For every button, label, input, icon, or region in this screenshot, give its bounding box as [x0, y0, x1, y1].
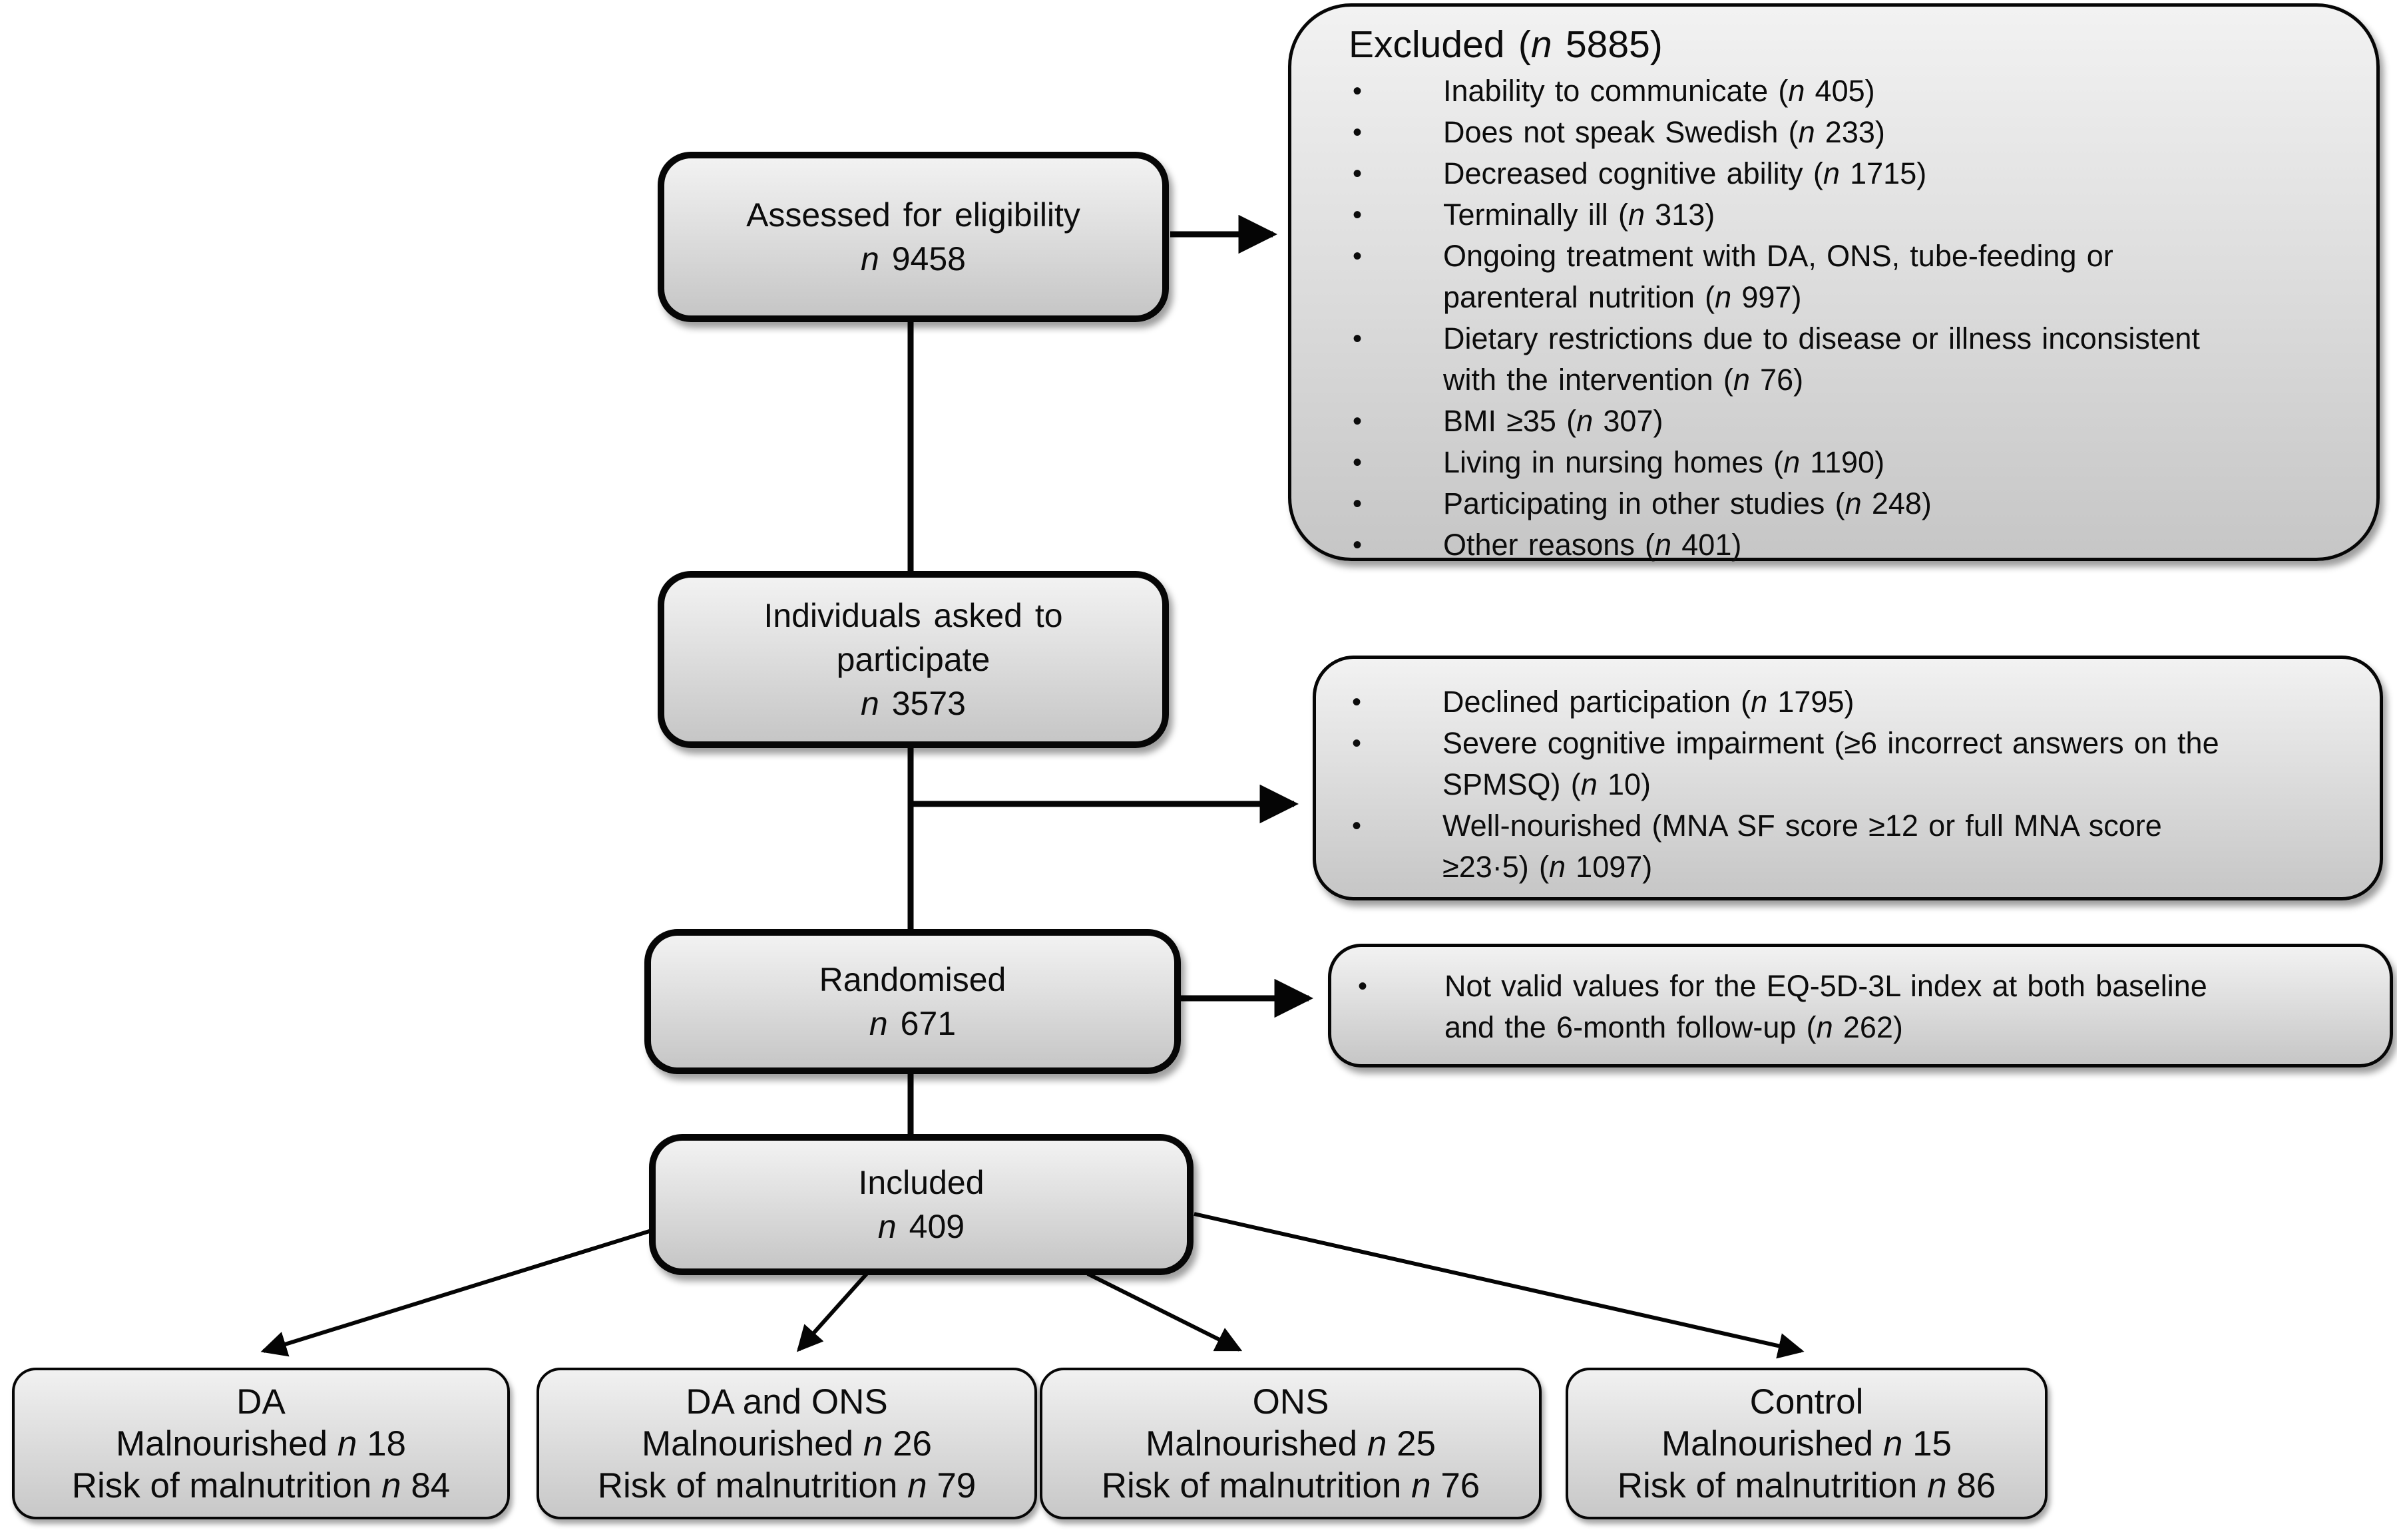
group-malnourished: Malnourished n 25 — [1145, 1424, 1436, 1463]
n-count: n 9458 — [861, 240, 966, 278]
list-item: •Not valid values for the EQ-5D-3L index… — [1331, 966, 2390, 1048]
bullet-icon: • — [1353, 407, 1363, 436]
group-title: ONS — [1252, 1382, 1329, 1422]
bullet-icon: • — [1353, 77, 1363, 106]
box-label: Individuals asked to — [763, 597, 1063, 634]
bullet-icon: • — [1353, 530, 1363, 560]
bullet-icon: • — [1353, 448, 1363, 477]
excluded-header: Excluded (n 5885) — [1349, 23, 1663, 66]
bullet-icon: • — [1353, 242, 1363, 271]
list-item: •Ongoing treatment with DA, ONS, tube-fe… — [1291, 236, 2376, 318]
bullet-icon: • — [1353, 159, 1363, 188]
group-risk: Risk of malnutrition n 86 — [1617, 1465, 1996, 1505]
bullet-icon: • — [1353, 489, 1363, 518]
group-malnourished: Malnourished n 18 — [115, 1424, 407, 1463]
list-item: •Severe cognitive impairment (≥6 incorre… — [1316, 723, 2380, 805]
group-title: DA — [236, 1382, 286, 1422]
connector-included-to-ons-arrow — [1086, 1272, 1243, 1352]
group-da-and-ons-box: DA and ONS Malnourished n 26 Risk of mal… — [537, 1368, 1037, 1519]
list-item: •Decreased cognitive ability (n 1715) — [1291, 153, 2376, 194]
excluded-box: Excluded (n 5885) •Inability to communic… — [1288, 3, 2380, 562]
group-title: DA and ONS — [686, 1382, 888, 1422]
box-label: Randomised — [819, 961, 1006, 998]
list-item: •Participating in other studies (n 248) — [1291, 483, 2376, 524]
n-count: n 409 — [877, 1208, 965, 1245]
box-label: participate — [836, 641, 990, 678]
included-box: Included n 409 — [649, 1134, 1194, 1275]
eq5d-list: •Not valid values for the EQ-5D-3L index… — [1331, 966, 2390, 1048]
list-item: •Other reasons (n 401) — [1291, 524, 2376, 566]
bullet-icon: • — [1358, 972, 1368, 1001]
group-da-box: DA Malnourished n 18 Risk of malnutritio… — [12, 1368, 510, 1519]
group-malnourished: Malnourished n 26 — [641, 1424, 933, 1463]
bullet-icon: • — [1353, 118, 1363, 147]
bullet-icon: • — [1352, 687, 1362, 717]
list-item: •Living in nursing homes (n 1190) — [1291, 442, 2376, 483]
assessed-for-eligibility-box: Assessed for eligibility n 9458 — [658, 152, 1169, 322]
list-item: •Dietary restrictions due to disease or … — [1291, 318, 2376, 401]
list-item: •Does not speak Swedish (n 233) — [1291, 112, 2376, 153]
group-ons-box: ONS Malnourished n 25 Risk of malnutriti… — [1040, 1368, 1542, 1519]
list-item: •Well-nourished (MNA SF score ≥12 or ful… — [1316, 805, 2380, 888]
group-risk: Risk of malnutrition n 79 — [597, 1465, 977, 1505]
box-label: Assessed for eligibility — [746, 196, 1080, 234]
box-label: Included — [858, 1164, 984, 1201]
group-control-box: Control Malnourished n 15 Risk of malnut… — [1566, 1368, 2048, 1519]
connector-included-to-control-arrow — [1194, 1212, 1805, 1359]
group-title: Control — [1749, 1382, 1864, 1422]
list-item: •Inability to communicate (n 405) — [1291, 71, 2376, 112]
connector-included-to-da-arrow — [260, 1228, 654, 1357]
list-item: •BMI ≥35 (n 307) — [1291, 401, 2376, 442]
n-count: n 3573 — [861, 685, 966, 722]
bullet-icon: • — [1352, 729, 1362, 758]
group-risk: Risk of malnutrition n 84 — [71, 1465, 451, 1505]
connector-included-to-da-ons-arrow — [796, 1272, 869, 1352]
list-item: •Terminally ill (n 313) — [1291, 194, 2376, 236]
group-risk: Risk of malnutrition n 76 — [1101, 1465, 1480, 1505]
n-count: n 671 — [869, 1005, 957, 1042]
excluded-list: •Inability to communicate (n 405) •Does … — [1291, 71, 2376, 566]
bullet-icon: • — [1353, 200, 1363, 230]
declined-exclusions-box: •Declined participation (n 1795) •Severe… — [1313, 656, 2383, 900]
bullet-icon: • — [1352, 811, 1362, 841]
bullet-icon: • — [1353, 324, 1363, 353]
declined-list: •Declined participation (n 1795) •Severe… — [1316, 681, 2380, 888]
individuals-asked-box: Individuals asked to participate n 3573 — [658, 571, 1169, 748]
eq5d-exclusion-box: •Not valid values for the EQ-5D-3L index… — [1328, 944, 2393, 1067]
randomised-box: Randomised n 671 — [644, 929, 1181, 1074]
list-item: •Declined participation (n 1795) — [1316, 681, 2380, 723]
group-malnourished: Malnourished n 15 — [1661, 1424, 1952, 1463]
